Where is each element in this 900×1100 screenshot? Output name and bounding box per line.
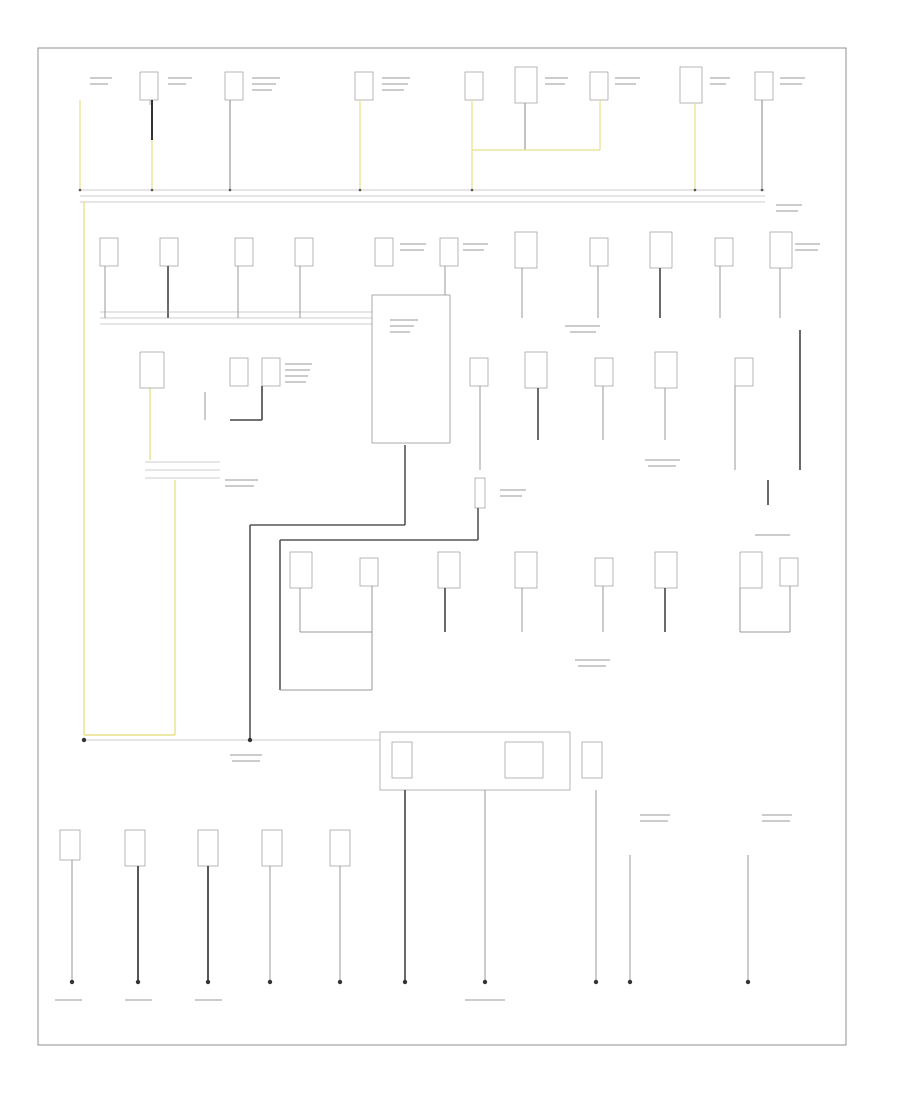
top-wires: [79, 100, 763, 190]
diagram-frame: [37, 47, 847, 1046]
splice-dots-top: [78, 188, 764, 192]
label-placeholders: [55, 77, 820, 1001]
left-splice-connector: [145, 461, 220, 479]
second-ground-bus: [100, 311, 372, 325]
ground-point-left: [81, 737, 87, 743]
lower-row-components: [289, 551, 799, 589]
left-cluster-wires: [204, 386, 263, 421]
top-row-components: [79, 66, 774, 190]
lower-row-wires: [280, 586, 791, 691]
bottom-row-components: [59, 829, 351, 867]
top-ground-bus: [80, 189, 765, 203]
bottom-row-wires: [71, 855, 749, 980]
ground-point-center: [247, 737, 253, 743]
routing-wires: [249, 445, 479, 740]
middle-cluster-components: [469, 351, 754, 389]
second-row-wires: [104, 266, 801, 470]
middle-splice-connector: [474, 477, 486, 509]
relay-box-wires: [404, 790, 597, 980]
middle-cluster-wires: [479, 386, 769, 505]
second-row-components: [99, 231, 793, 269]
left-yellow-wires: [83, 202, 176, 736]
ground-module-box: [371, 294, 451, 444]
left-cluster-components: [139, 351, 281, 389]
bottom-ground-points: [69, 979, 751, 985]
relay-box: [379, 731, 603, 791]
